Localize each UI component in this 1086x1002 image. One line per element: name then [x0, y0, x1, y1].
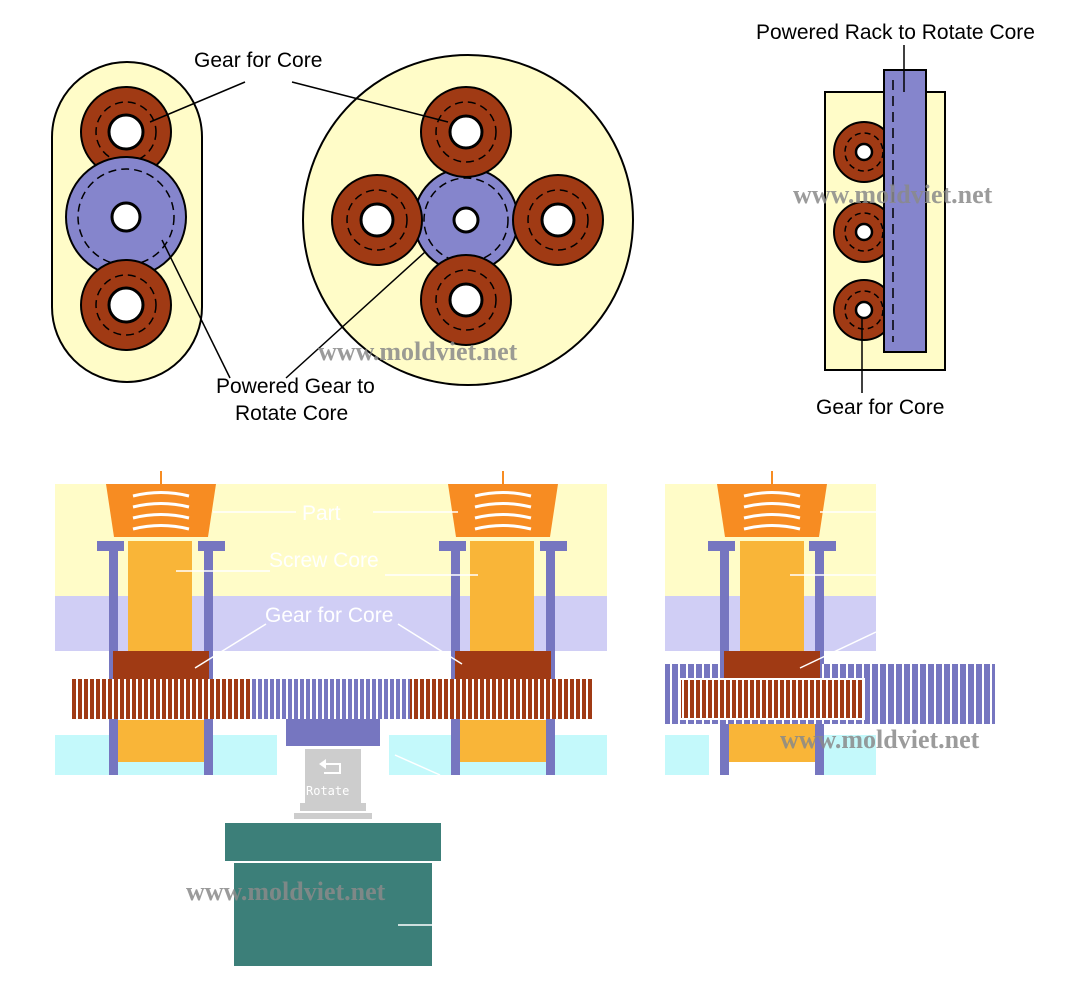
clamp-plate-2b [822, 735, 876, 775]
right-core-assembly [439, 471, 567, 775]
core-gear-teeth-left [70, 679, 252, 719]
three-gear-layout [51, 61, 203, 383]
rotate-arrow-icon [324, 763, 341, 774]
powered-gear-label-line2: Rotate Core [235, 402, 348, 425]
drive-hub [286, 719, 380, 746]
motor-body [234, 863, 432, 966]
rack-layout [824, 45, 946, 393]
part-label: Part [302, 502, 341, 525]
gear-for-core-label-top: Gear for Core [194, 49, 322, 72]
watermark-bottom-left: www.moldviet.net [186, 877, 386, 906]
watermark-top-right: www.moldviet.net [793, 180, 993, 209]
screw-core-right [470, 541, 534, 651]
screw-core-left [128, 541, 192, 651]
core-gear-teeth-right [410, 679, 594, 719]
leader-lines-section [176, 511, 478, 776]
core-gear-hub-3 [724, 651, 820, 679]
core-gear-top [80, 86, 172, 178]
screw-core-3 [740, 541, 804, 651]
leader-lines-top [149, 81, 449, 379]
screw-core-3-lower [724, 724, 820, 762]
gear-for-core-label-rack: Gear for Core [816, 396, 944, 419]
screw-core-left-lower [113, 720, 209, 762]
five-gear-layout [302, 54, 634, 386]
powered-rack-label: Powered Rack to Rotate Core [756, 21, 1035, 44]
rack-drive-section [665, 471, 995, 775]
watermark-bottom-right: www.moldviet.net [780, 725, 980, 754]
drive-motor: Rotate [225, 719, 441, 966]
gear-for-core-label-section: Gear for Core [265, 604, 393, 627]
watermark-top-center: www.moldviet.net [318, 337, 518, 366]
core-gear-bottom [80, 259, 172, 351]
screw-core-label: Screw Core [269, 549, 379, 572]
core-gear-south [420, 254, 512, 346]
core-gear-west [331, 174, 423, 266]
core-gear-hub-right [455, 651, 551, 679]
powered-gear-label-line1: Powered Gear to [216, 375, 375, 398]
rotate-label: Rotate [306, 784, 349, 798]
core-gear-hub-left [113, 651, 209, 679]
screw-core-right-lower [455, 720, 551, 762]
clamp-plate-2a [665, 735, 709, 775]
powered-rack [883, 69, 927, 353]
rotate-shaft [305, 749, 361, 803]
drive-gear-teeth [252, 679, 410, 719]
core-gear-east [512, 174, 604, 266]
motor-flange [225, 823, 441, 861]
core-gear-north [420, 86, 512, 178]
left-core-assembly [97, 471, 225, 775]
gear-drive-section: Rotate Part Screw Core Gear for Core [55, 471, 607, 966]
core-gear-teeth-3 [679, 678, 865, 720]
